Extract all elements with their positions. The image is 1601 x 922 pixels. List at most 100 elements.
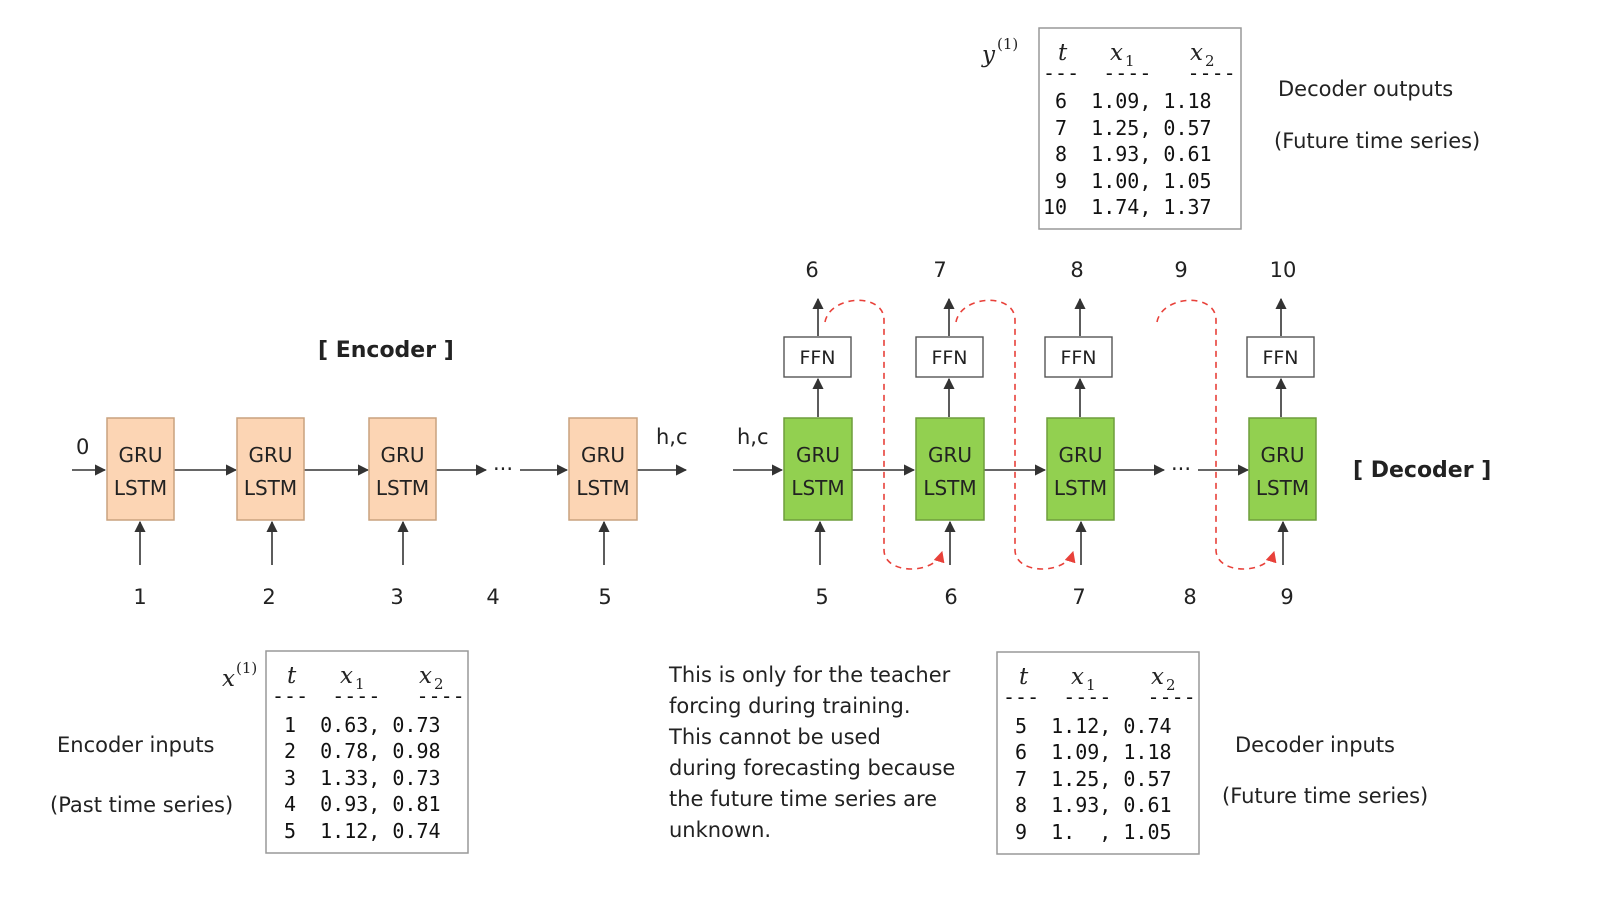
decoder-input-table: t x 1 x 2 --- ---- ---- 5 1.12, 0.74 6 1… [996,651,1428,855]
decoder-input-label: 6 [944,585,957,609]
decoder-input-label: 7 [1072,585,1085,609]
ffn-label: FFN [1262,347,1298,369]
output-table-superscript: (1) [997,35,1018,53]
encoder-input-table: x (1) t x 1 x 2 --- ---- ---- 1 0.63, 0.… [50,650,469,854]
note-line: forcing during training. [669,694,911,718]
decoder-output-label: 9 [1174,258,1187,282]
decoder-table-header-t: t [1019,664,1029,690]
encoder-input-label: 2 [262,585,275,609]
note-line: during forecasting because [669,756,956,780]
encoder-cell: GRU LSTM [568,417,638,521]
output-table-row: 9 1.00, 1.05 [1043,169,1212,193]
encoder-table-header-t: t [287,663,297,689]
output-table-row: 10 1.74, 1.37 [1043,195,1212,219]
ffn-box: FFN [783,336,852,378]
decoder-cell-lstm: LSTM [923,476,976,500]
decoder-table-row: 7 1.25, 0.57 [1015,767,1172,791]
encoder-cell: GRU LSTM [106,417,175,521]
ffn-label: FFN [799,347,835,369]
encoder-cell-lstm: LSTM [244,476,297,500]
encoder-cell-gru: GRU [581,443,625,467]
decoder-output-label: 7 [933,258,946,282]
output-table-row: 7 1.25, 0.57 [1043,116,1212,140]
output-table-row: 8 1.93, 0.61 [1043,142,1212,166]
encoder-table-dashes: --- ---- ---- [272,684,465,708]
teacher-forcing-note: This is only for the teacher forcing dur… [669,660,989,846]
note-line: unknown. [669,818,772,842]
encoder-cell-gru: GRU [248,443,292,467]
encoder-arrows [72,464,688,565]
decoder-cell-lstm: LSTM [1256,476,1309,500]
output-table-header-x1: x [1110,40,1123,66]
decoder-input-label: 9 [1280,585,1293,609]
decoder-cell-lstm: LSTM [791,476,844,500]
decoder-table-dashes: --- ---- ---- [1003,685,1196,709]
encoder-cell-gru: GRU [118,443,162,467]
encoder-table-row: 1 0.63, 0.73 [284,713,441,737]
encoder-table-header-x1: x [340,663,353,689]
decoder-input-state: h,c [737,425,769,449]
encoder-cell-gru: GRU [380,443,424,467]
decoder-table-header-x1: x [1071,664,1084,690]
encoder-cell-lstm: LSTM [576,476,629,500]
decoder-table-header-x2-sub: 2 [1166,676,1176,694]
decoder-cell-gru: GRU [796,443,840,467]
output-table-header-x2: x [1190,40,1203,66]
encoder-input-label: 4 [486,585,499,609]
decoder-cell: GRU LSTM [783,417,853,521]
ffn-box: FFN [1044,336,1113,378]
encoder-initial-state: 0 [76,435,89,459]
encoder-input-label: 5 [598,585,611,609]
encoder-table-caption: Encoder inputs [57,733,215,757]
output-table-header-x1-sub: 1 [1125,52,1135,70]
encoder-table-frame [265,650,469,854]
decoder-input-label: 8 [1183,585,1196,609]
note-line: the future time series are [669,787,938,811]
decoder-arrows [733,297,1289,565]
encoder-table-row: 5 1.12, 0.74 [284,819,441,843]
decoder-table-header-x1-sub: 1 [1086,676,1096,694]
encoder-table-header-x2: x [419,663,432,689]
decoder-cell: GRU LSTM [1248,417,1317,521]
decoder-output-table: y (1) t x 1 x 2 --- ---- ---- 6 1.09, 1.… [981,27,1480,230]
decoder-title: [ Decoder ] [1353,458,1491,483]
encoder-cell: GRU LSTM [368,417,437,521]
decoder-cell: GRU LSTM [1046,417,1115,521]
ffn-label: FFN [1060,347,1096,369]
output-table-dashes: --- ---- ---- [1043,61,1236,85]
encoder-input-label: 1 [133,585,146,609]
encoder-cell: GRU LSTM [236,417,305,521]
encoder-cell-lstm: LSTM [114,476,167,500]
decoder-table-row: 8 1.93, 0.61 [1015,793,1172,817]
decoder-output-label: 10 [1270,258,1297,282]
decoder-ellipsis: ··· [1171,457,1191,481]
decoder-cell: GRU LSTM [915,417,985,521]
decoder-cell-gru: GRU [928,443,972,467]
decoder-table-row: 5 1.12, 0.74 [1015,714,1172,738]
output-table-frame [1038,27,1242,230]
output-table-symbol: y [981,42,996,68]
note-line: This cannot be used [669,725,881,749]
decoder-cell-lstm: LSTM [1054,476,1107,500]
encoder-table-superscript: (1) [236,659,257,677]
decoder-output-label: 8 [1070,258,1083,282]
ffn-box: FFN [915,336,984,378]
output-table-subcaption: (Future time series) [1274,129,1480,153]
teacher-forcing-arrows [824,299,1277,570]
encoder-title: [ Encoder ] [318,338,454,363]
encoder-cell-lstm: LSTM [376,476,429,500]
encoder-table-row: 2 0.78, 0.98 [284,739,441,763]
output-table-row: 6 1.09, 1.18 [1043,89,1212,113]
decoder-table-row: 6 1.09, 1.18 [1015,740,1172,764]
encoder-ellipsis: ··· [493,457,513,481]
output-table-caption: Decoder outputs [1278,77,1453,101]
ffn-box: FFN [1246,336,1315,378]
decoder-table-caption: Decoder inputs [1235,733,1395,757]
encoder-input-label: 3 [390,585,403,609]
output-table-header-t: t [1058,40,1068,66]
encoder-output-state: h,c [656,425,688,449]
encoder-table-header-x2-sub: 2 [434,675,444,693]
encoder-table-header-x1-sub: 1 [355,675,365,693]
encoder-table-row: 4 0.93, 0.81 [284,792,441,816]
